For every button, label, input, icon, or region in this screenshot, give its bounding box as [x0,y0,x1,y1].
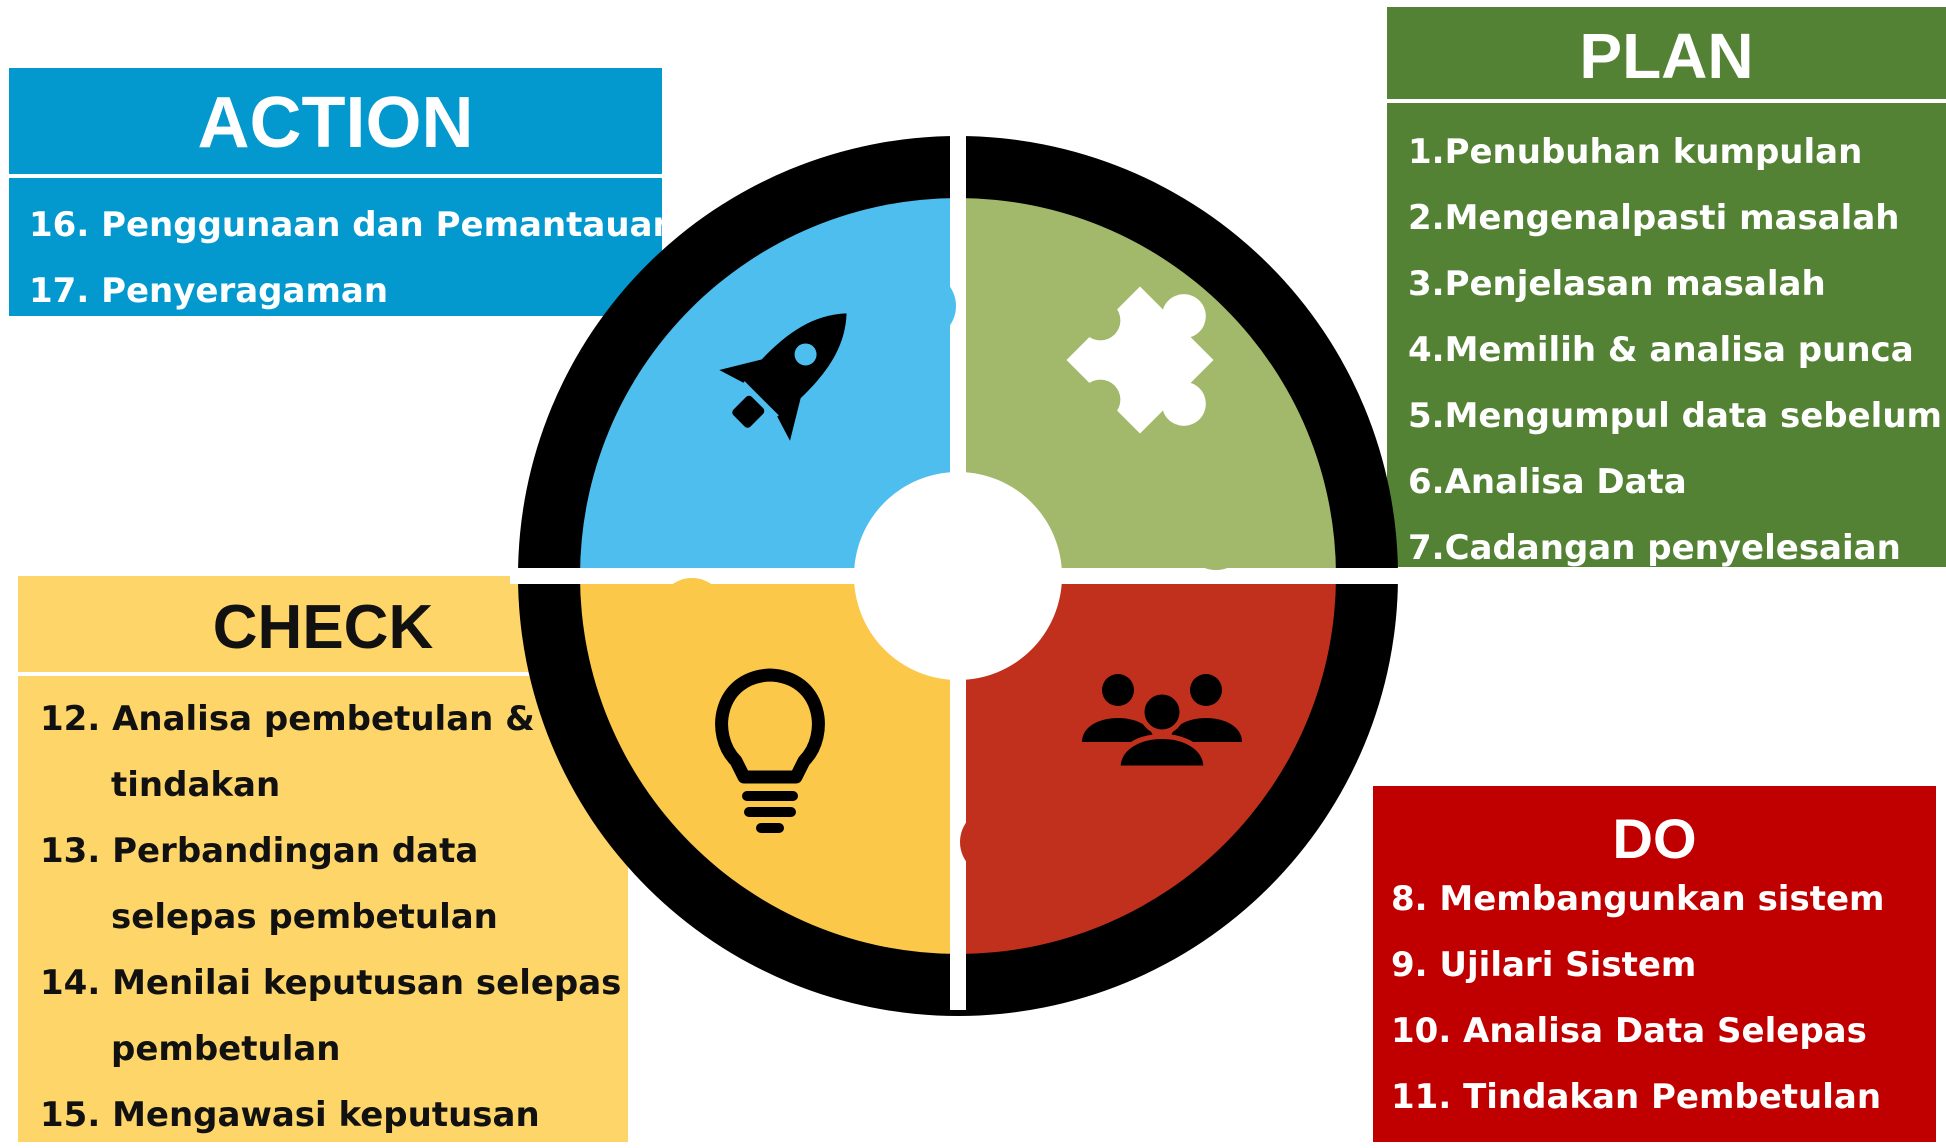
check-item: tindakan [40,765,281,805]
center-hole [854,472,1062,680]
rocket-icon [719,313,847,441]
do-item: 9. Ujilari Sistem [1391,945,1697,985]
team-icon [1082,674,1242,771]
plan-title: PLAN [1579,20,1754,92]
knob-action-into-plan [886,270,958,342]
check-item: selepas pembetulan [40,897,498,937]
check-title-band [18,576,628,676]
action-item: 16. Penggunaan dan Pemantauan [29,205,677,245]
check-title: CHECK [212,593,434,662]
plan-panel: PLAN 1.Penubuhan kumpulan 2.Mengenalpast… [1387,7,1946,568]
knob-do-cover [960,808,1028,876]
do-item: 10. Analisa Data Selepas [1391,1011,1867,1051]
check-item: 12. Analisa pembetulan & [40,699,535,739]
knob-action-cover [888,272,956,340]
knob-plan-cover [1182,502,1250,570]
check-item: 14. Menilai keputusan selepas [40,963,622,1003]
knob-plan-into-do [1180,500,1252,572]
plan-item-list: 1.Penubuhan kumpulan 2.Mengenalpasti mas… [1408,119,1942,581]
action-title-band [9,68,662,178]
separator-horizontal [510,568,1410,584]
action-panel: ACTION 16. Penggunaan dan Pemantauan 17.… [9,68,677,316]
do-item: 11. Tindakan Pembetulan [1391,1077,1882,1117]
do-title: DO [1612,807,1697,870]
do-item-list: 8. Membangunkan sistem 9. Ujilari Sistem… [1391,866,1884,1130]
action-item: 17. Penyeragaman [29,271,389,311]
plan-item: 1.Penubuhan kumpulan [1408,132,1863,172]
check-item: 15. Mengawasi keputusan [40,1095,540,1135]
plan-item: 2.Mengenalpasti masalah [1408,198,1900,238]
action-item-list: 16. Penggunaan dan Pemantauan 17. Penyer… [29,192,677,324]
puzzle-piece-icon [1066,286,1214,434]
plan-item: 7.Cadangan penyelesaian [1408,528,1901,568]
plan-title-band [1387,7,1946,103]
plan-item: 5.Mengumpul data sebelum [1408,396,1942,436]
plan-item: 4.Memilih & analisa punca [1408,330,1914,370]
plan-item: 3.Penjelasan masalah [1408,264,1826,304]
check-item-list: 12. Analisa pembetulan & tindakan 13. Pe… [40,686,621,1148]
knob-do-into-check [958,806,1030,878]
check-item: pembetulan [40,1029,341,1069]
separator-vertical [950,120,966,1010]
quadrant-plan [958,198,1336,576]
do-panel: DO 8. Membangunkan sistem 9. Ujilari Sis… [1373,786,1936,1142]
check-panel: CHECK 12. Analisa pembetulan & tindakan … [18,576,628,1142]
plan-item: 6.Analisa Data [1408,462,1687,502]
do-item: 8. Membangunkan sistem [1391,879,1885,919]
lightbulb-icon [715,668,825,833]
knob-check-cover [658,578,726,646]
knob-check-into-action [656,576,728,648]
action-title: ACTION [197,83,474,163]
check-item: 13. Perbandingan data [40,831,479,871]
quadrant-do [958,576,1336,954]
